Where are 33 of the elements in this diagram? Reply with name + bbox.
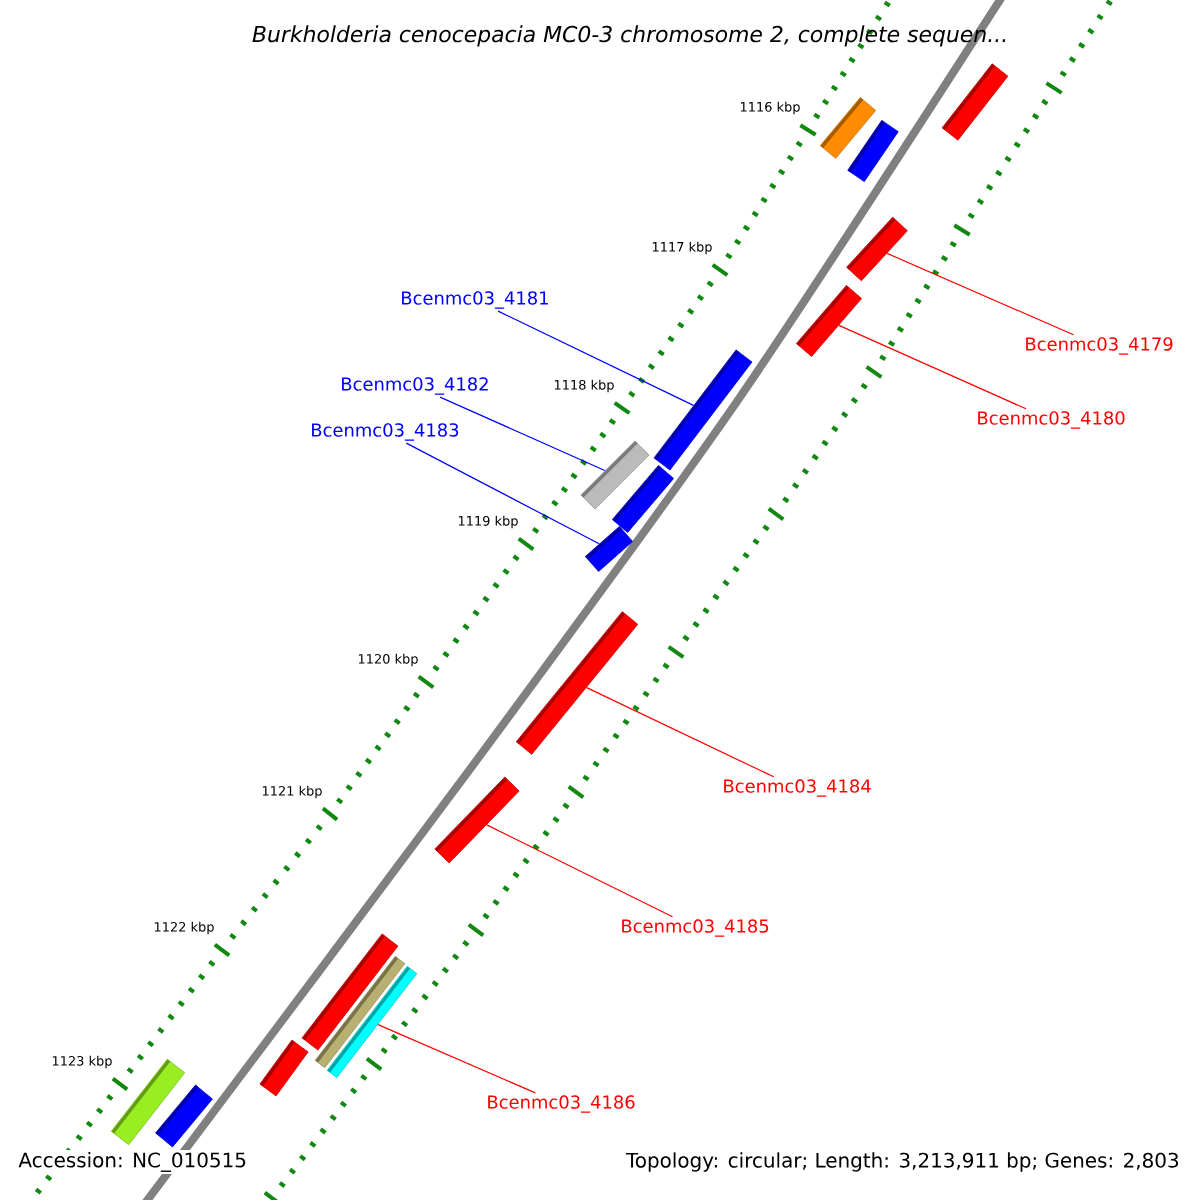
gene-bar bbox=[585, 526, 634, 572]
gene-bar bbox=[259, 1039, 309, 1097]
leader-line bbox=[486, 824, 674, 918]
leader-line bbox=[497, 310, 695, 406]
gene-bar bbox=[110, 1058, 186, 1146]
leader-line bbox=[838, 324, 1027, 410]
gene-bar bbox=[941, 63, 1009, 141]
gene-bar bbox=[155, 1084, 213, 1148]
gene-bar bbox=[326, 965, 418, 1079]
gene-label: Bcenmc03_4185 bbox=[622, 919, 769, 937]
gene-bar bbox=[653, 349, 753, 471]
gene-label: Bcenmc03_4183 bbox=[312, 423, 459, 441]
gene-label: Bcenmc03_4179 bbox=[1026, 337, 1173, 355]
leader-line bbox=[377, 1024, 536, 1094]
gene-bar bbox=[847, 119, 899, 182]
leader-line bbox=[405, 442, 600, 545]
gene-label: Bcenmc03_4181 bbox=[402, 291, 548, 309]
gene-label: Bcenmc03_4186 bbox=[488, 1095, 635, 1113]
gene-label: Bcenmc03_4184 bbox=[724, 779, 871, 797]
accession-text: Accession: NC_010515 bbox=[16, 1150, 249, 1174]
topology-text: Topology: circular; Length: 3,213,911 bp; Genes: 2,803 bbox=[625, 1152, 1179, 1172]
leader-line bbox=[886, 252, 1075, 336]
leader-line bbox=[439, 396, 606, 472]
gene-bar bbox=[612, 465, 675, 533]
gene-bar bbox=[796, 285, 862, 357]
title: Burkholderia cenocepacia MC0-3 chromosome 2, complete sequen... bbox=[252, 25, 1006, 47]
gene-label: Bcenmc03_4180 bbox=[978, 411, 1125, 429]
gene-bar bbox=[434, 776, 520, 864]
leader-line bbox=[586, 687, 775, 778]
gene-bar bbox=[515, 611, 639, 755]
gene-label: Bcenmc03_4182 bbox=[342, 377, 488, 395]
gene-bar bbox=[580, 440, 650, 510]
gene-bar bbox=[846, 216, 908, 282]
